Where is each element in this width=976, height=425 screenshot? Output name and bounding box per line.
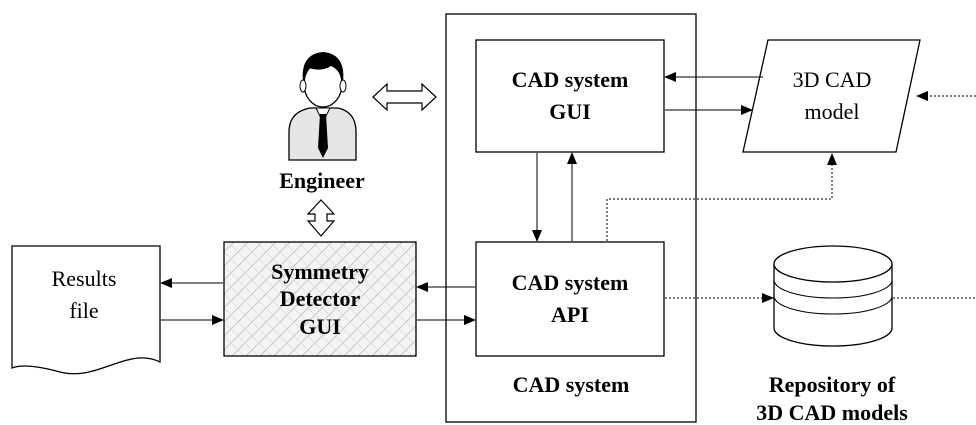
cad-api-box [475, 241, 665, 357]
symmetry-label-line3: GUI [299, 314, 341, 339]
symmetry-detector-box [223, 241, 417, 357]
cad-api-label-line2: API [551, 302, 589, 327]
cad-api-label-line1: CAD system [512, 270, 629, 295]
cad-gui-box [475, 39, 665, 153]
results-file-label-line1: Results [52, 266, 117, 291]
engineer-label: Engineer [279, 168, 365, 193]
results-file-label-line2: file [69, 298, 98, 323]
symmetry-label-line2: Detector [280, 286, 361, 311]
cad-gui-label-line2: GUI [549, 99, 591, 124]
repository-label-line2: 3D CAD models [756, 400, 908, 425]
engineer-symmetry-double-arrow [306, 199, 336, 237]
repository-label-line1: Repository of [769, 372, 896, 397]
cad-model-shape [742, 39, 921, 153]
cad-gui-label-line1: CAD system [512, 67, 629, 92]
engineer-cad-double-arrow [372, 82, 437, 112]
repository-cylinder [773, 245, 893, 347]
results-file-document [11, 245, 161, 375]
engineer-icon [288, 52, 357, 161]
cad-model-label-line1: 3D CAD [793, 67, 872, 92]
symmetry-label-line1: Symmetry [271, 259, 369, 284]
cad-model-label-line2: model [805, 99, 860, 124]
cad-system-label: CAD system [513, 372, 630, 397]
api-to-model-dotted-arrow [606, 153, 837, 241]
